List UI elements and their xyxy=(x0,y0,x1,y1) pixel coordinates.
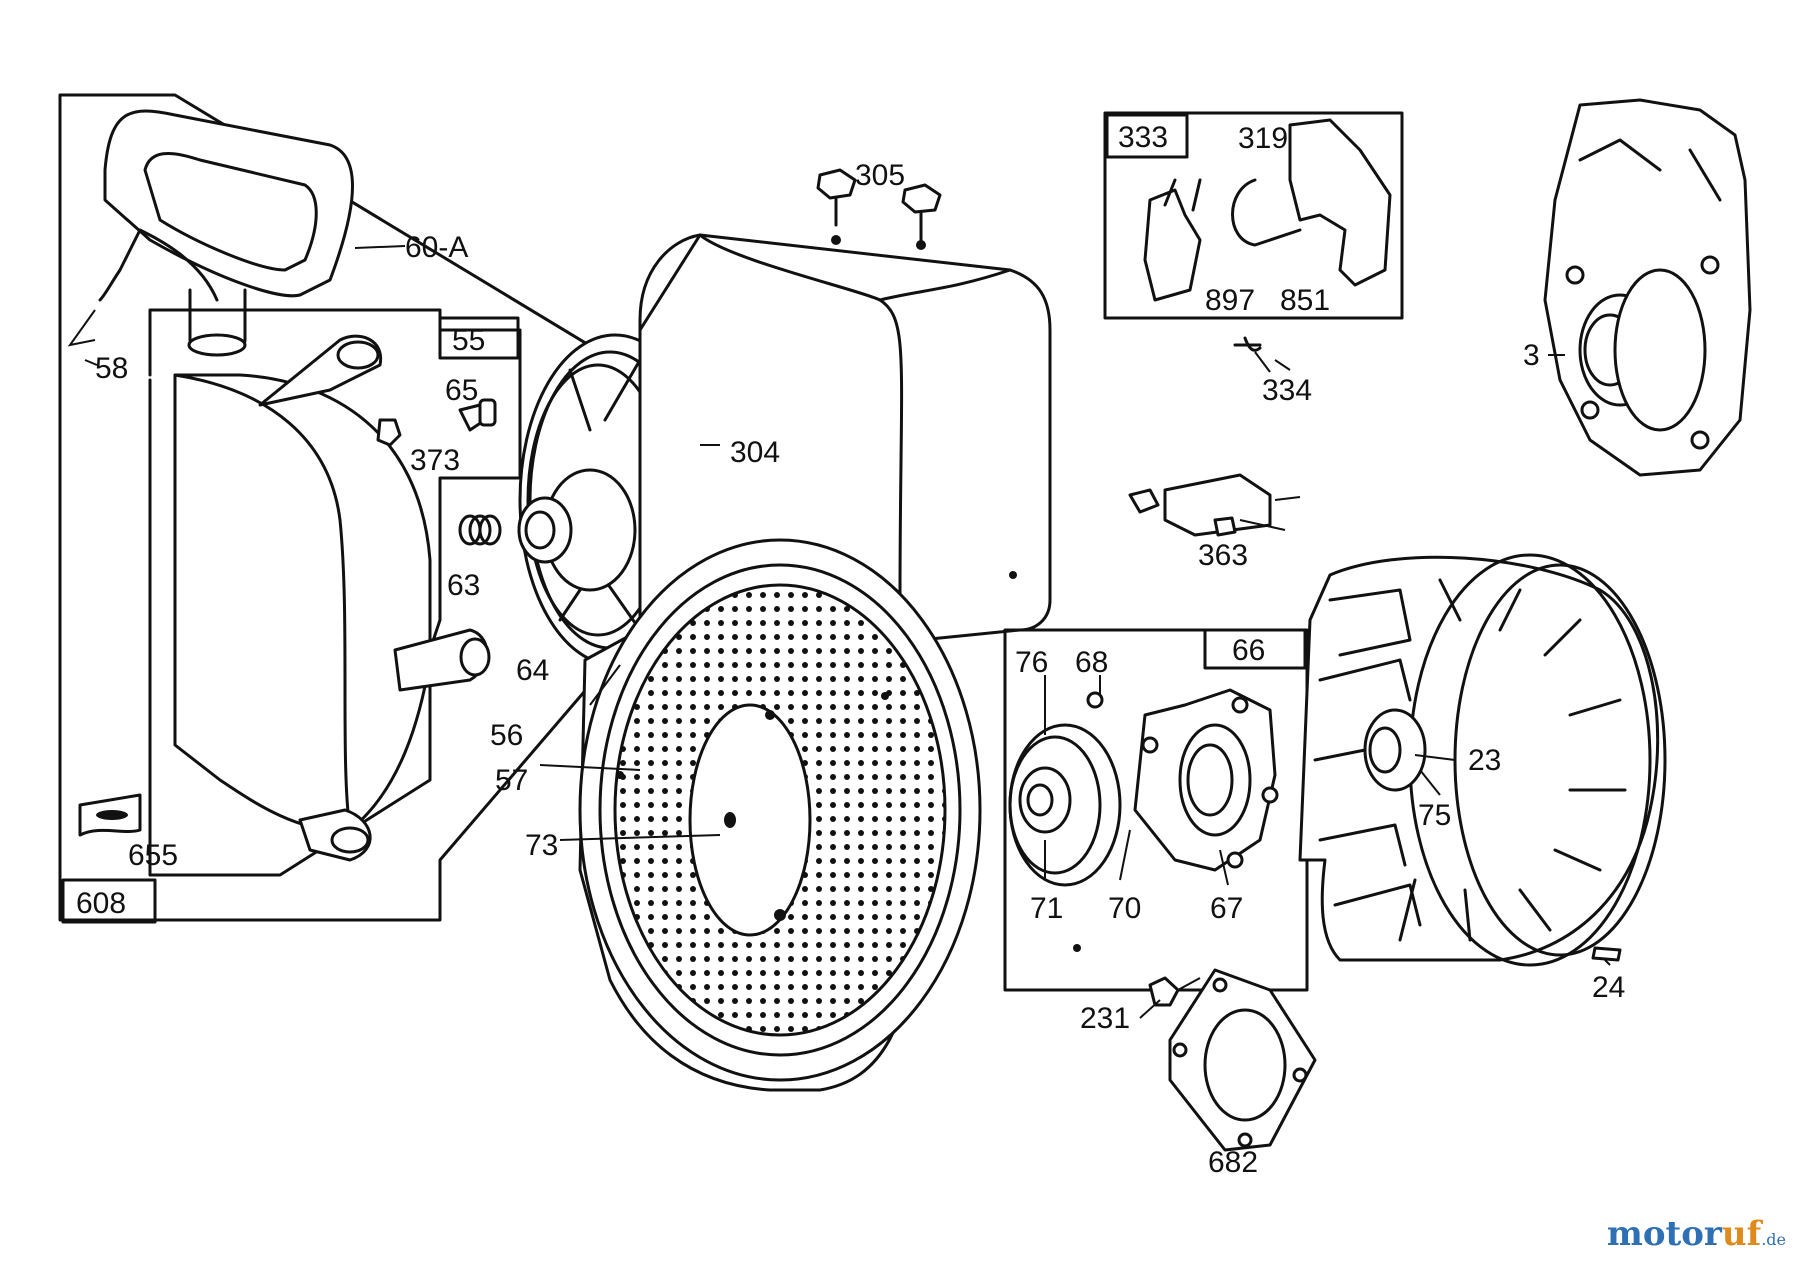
label-67: 67 xyxy=(1210,892,1243,925)
label-73: 73 xyxy=(525,829,558,862)
starter-rope xyxy=(98,228,219,302)
watermark-part1: motor xyxy=(1606,1214,1722,1254)
label-3: 3 xyxy=(1523,339,1540,372)
label-333: 333 xyxy=(1118,121,1168,154)
label-851: 851 xyxy=(1280,284,1330,317)
label-305: 305 xyxy=(855,159,905,192)
box-333-tag xyxy=(1105,113,1189,159)
label-75: 75 xyxy=(1418,799,1451,832)
flywheel-fins xyxy=(1313,578,1627,942)
watermark-part2: uf xyxy=(1721,1214,1762,1254)
armature-319 xyxy=(1288,118,1392,287)
label-363: 363 xyxy=(1198,539,1248,572)
label-319: 319 xyxy=(1238,122,1288,155)
wire-334 xyxy=(1233,336,1262,352)
box-608-outline xyxy=(58,93,657,922)
label-334: 334 xyxy=(1262,374,1312,407)
label-60-a: 60-A xyxy=(405,231,468,264)
box-55-tag xyxy=(438,316,520,360)
label-57: 57 xyxy=(495,764,528,797)
screw-231 xyxy=(1148,976,1180,1007)
label-66: 66 xyxy=(1232,634,1265,667)
spring-63 xyxy=(458,514,502,546)
label-373: 373 xyxy=(410,444,460,477)
label-70: 70 xyxy=(1108,892,1141,925)
label-55: 55 xyxy=(452,324,485,357)
label-682: 682 xyxy=(1208,1146,1258,1179)
label-58: 58 xyxy=(95,352,128,385)
screw-305 xyxy=(816,168,942,250)
box-55-outline xyxy=(148,308,522,877)
watermark-part3: .de xyxy=(1761,1230,1786,1249)
label-655: 655 xyxy=(128,839,178,872)
flywheel xyxy=(1298,555,1660,962)
key-24 xyxy=(1591,946,1622,962)
breaker-897 xyxy=(1143,188,1202,302)
label-231: 231 xyxy=(1080,1002,1130,1035)
label-68: 68 xyxy=(1075,646,1108,679)
label-897: 897 xyxy=(1205,284,1255,317)
starter-handle xyxy=(103,109,354,298)
label-65: 65 xyxy=(445,374,478,407)
box-608-tag xyxy=(61,878,157,924)
ball-68 xyxy=(1086,691,1104,709)
bracket-363 xyxy=(1128,473,1301,537)
label-76: 76 xyxy=(1015,646,1048,679)
label-304: 304 xyxy=(730,436,780,469)
label-63: 63 xyxy=(447,569,480,602)
site-watermark: motoruf.de xyxy=(1607,1214,1786,1254)
label-64: 64 xyxy=(516,654,549,687)
label-71: 71 xyxy=(1030,892,1063,925)
starter-housing xyxy=(173,373,432,832)
label-56: 56 xyxy=(490,719,523,752)
label-608: 608 xyxy=(76,887,126,920)
nut-373 xyxy=(376,418,402,447)
plate-682 xyxy=(1168,968,1317,1152)
box-66-tag xyxy=(1203,628,1307,670)
leader-lines xyxy=(84,245,1611,1019)
box-333-outline xyxy=(1103,111,1404,320)
label-23: 23 xyxy=(1468,744,1501,777)
label-24: 24 xyxy=(1592,971,1625,1004)
